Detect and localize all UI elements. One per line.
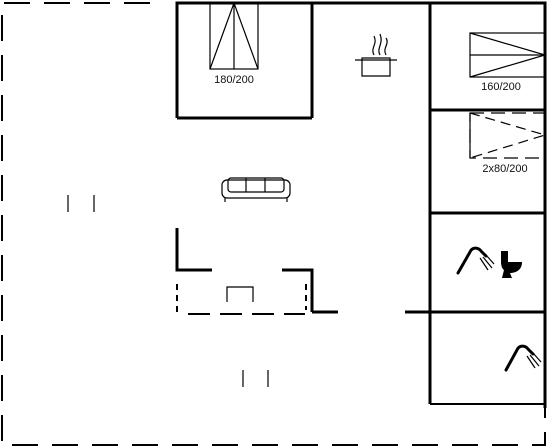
cooking-pot-icon: [355, 33, 397, 77]
toilet-icon: [501, 251, 522, 278]
house-walls: [175, 1, 547, 408]
bed-label-180: 180/200: [214, 74, 254, 86]
shower-icon: [456, 246, 495, 275]
bed-label-160: 160/200: [481, 81, 521, 93]
shower-icon: [504, 344, 542, 372]
terrace-outline: [1, 2, 546, 446]
double-bed-160: [469, 32, 548, 78]
sofa-icon: [221, 177, 291, 202]
twin-beds-80: [469, 112, 548, 159]
double-bed-180: [209, 1, 259, 70]
bed-label-2x80: 2x80/200: [482, 163, 528, 175]
